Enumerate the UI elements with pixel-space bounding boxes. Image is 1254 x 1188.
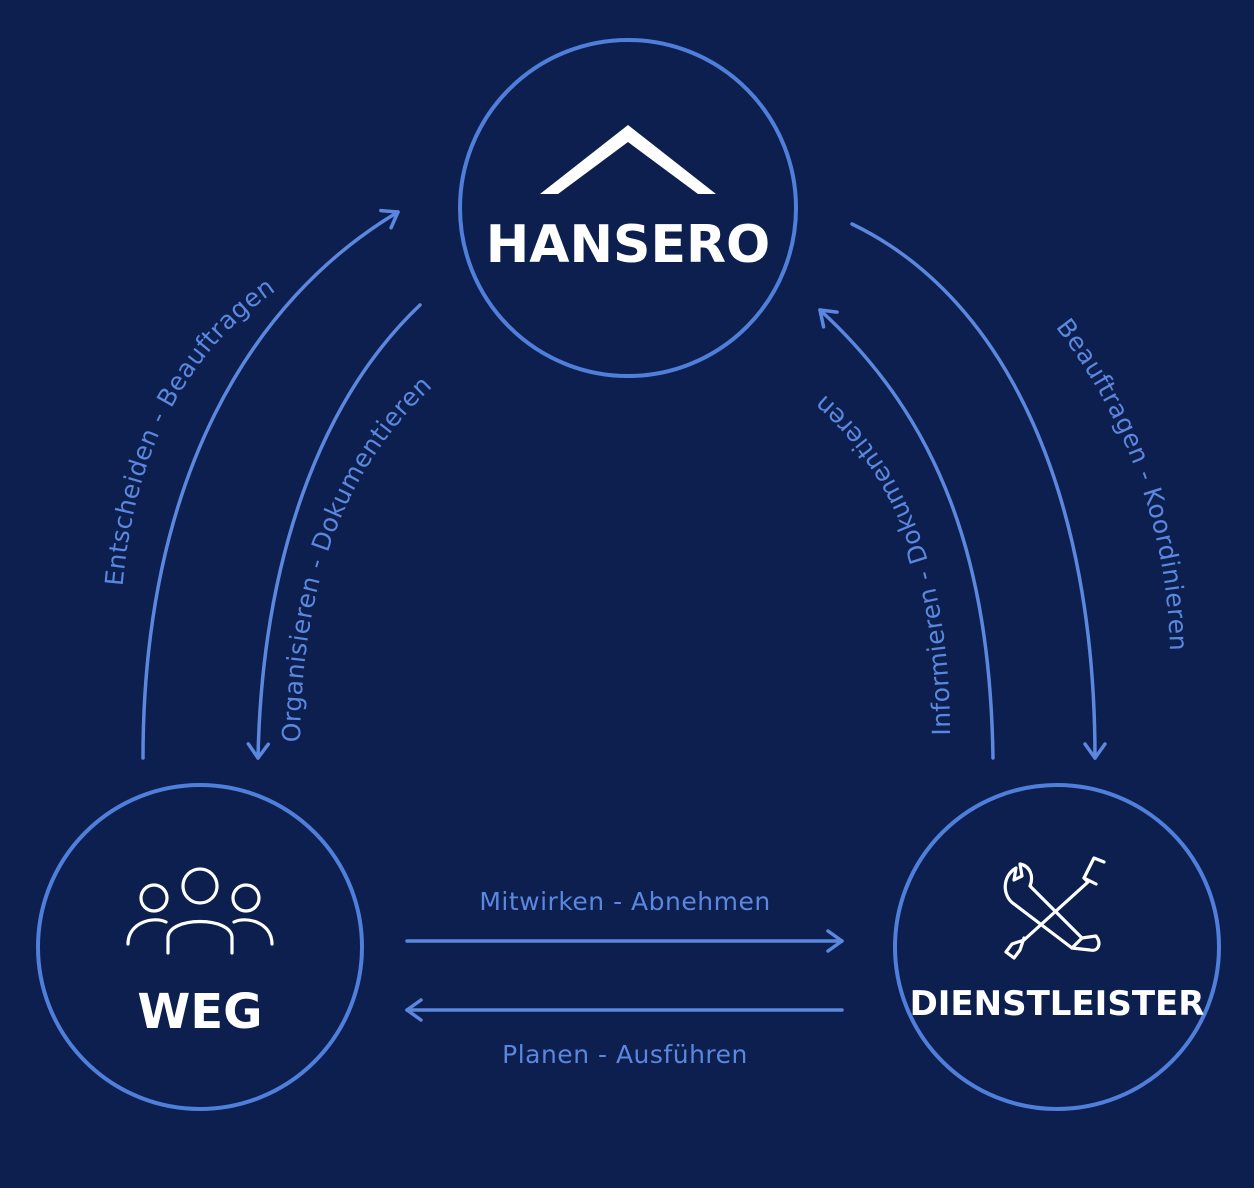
node-hansero[interactable]: HANSERO [458, 38, 798, 378]
arrow-weg-to-hansero [141, 208, 400, 760]
edge-label-weg-to-dienstleister: Mitwirken - Abnehmen [479, 887, 770, 916]
weg-label: WEG [137, 984, 262, 1040]
dienstleister-label: DIENSTLEISTER [910, 984, 1205, 1024]
weg-ring [36, 783, 364, 1111]
node-dienstleister[interactable]: DIENSTLEISTER [893, 783, 1221, 1111]
dienstleister-ring [893, 783, 1221, 1111]
edge-label-dienstleister-to-hansero: Informieren - Dokumentieren [808, 389, 956, 735]
edge-label-weg-to-hansero: Entscheiden - Beauftragen [100, 272, 280, 587]
edge-label-dienstleister-to-weg: Planen - Ausführen [502, 1040, 748, 1069]
hansero-label: HANSERO [486, 215, 771, 275]
arrow-hansero-to-dienstleister [850, 222, 1107, 760]
arrow-hansero-to-weg [246, 303, 422, 760]
edge-label-hansero-to-dienstleister: Beauftragen - Koordinieren [1051, 313, 1193, 652]
wrench-screwdriver-icon [1003, 856, 1106, 960]
edge-label-hansero-to-weg: Organisieren - Dokumentieren [277, 370, 437, 743]
roof-icon [540, 125, 716, 194]
arrow-dienstleister-to-hansero [818, 308, 995, 760]
node-weg[interactable]: WEG [36, 783, 364, 1111]
hansero-ring [458, 38, 798, 378]
people-group-icon [126, 867, 274, 955]
